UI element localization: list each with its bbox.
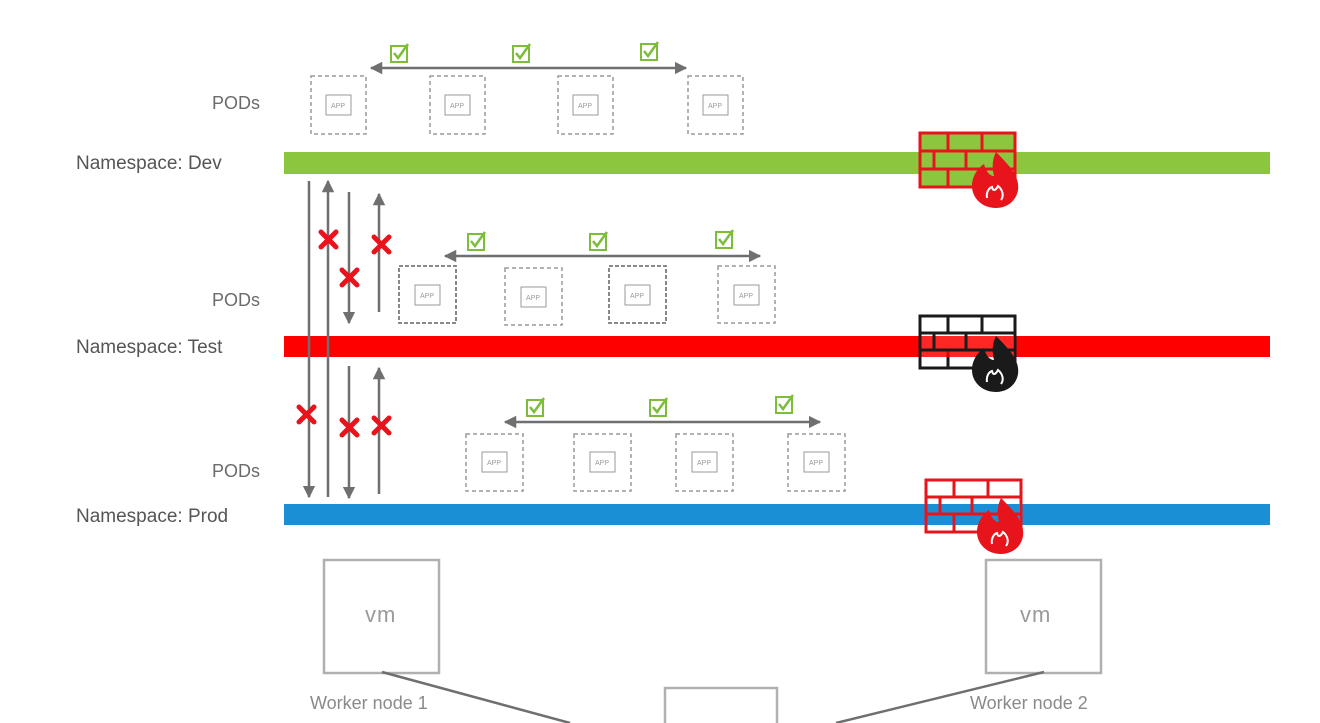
pod: APP [687, 75, 744, 135]
pods-label-dev: PODs [212, 93, 260, 113]
app-label: APP [578, 103, 592, 110]
worker-node-1: vm Worker node 1 [310, 558, 441, 713]
firewall-red-icon [924, 478, 1024, 554]
red-x-icon [339, 417, 360, 438]
pod-row-dev: APP APP APP APP [310, 75, 744, 135]
checkbox-check-icon [715, 229, 735, 249]
app-label: APP [526, 295, 540, 302]
app-label: APP [809, 460, 823, 467]
vm-label: vm [1020, 602, 1051, 627]
vm-label: vm [365, 602, 396, 627]
pod: APP [504, 267, 563, 326]
checkbox-check-icon [589, 231, 609, 251]
app-label: APP [595, 460, 609, 467]
app-label: APP [450, 103, 464, 110]
namespace-label-dev: Namespace: Dev [76, 153, 222, 174]
app-label: APP [420, 293, 434, 300]
checkbox-check-icon [775, 394, 795, 414]
app-label: APP [630, 293, 644, 300]
pod: APP [573, 433, 632, 492]
vm-box [322, 558, 441, 675]
allowed-check-icons-prod [526, 394, 795, 417]
checkbox-check-icon [467, 231, 487, 251]
namespace-label-prod: Namespace: Prod [76, 506, 228, 527]
denied-x-icons [296, 229, 392, 438]
worker-node-label: Worker node 1 [310, 693, 428, 713]
pod: APP [557, 75, 614, 135]
namespace-bar-prod [284, 504, 1270, 525]
pod: APP [675, 433, 734, 492]
app-label: APP [331, 103, 345, 110]
red-x-icon [371, 234, 392, 255]
red-x-icon [318, 229, 339, 250]
app-label: APP [487, 460, 501, 467]
pod: APP [787, 433, 846, 492]
cluster-connector [381, 670, 1045, 723]
pod: APP [717, 265, 776, 324]
checkbox-check-icon [526, 397, 546, 417]
pod: APP [310, 75, 367, 135]
worker-node-2: vm Worker node 2 [970, 558, 1103, 713]
pods-label-test: PODs [212, 290, 260, 310]
pod: APP [398, 265, 457, 324]
worker-node-label: Worker node 2 [970, 693, 1088, 713]
app-label: APP [697, 460, 711, 467]
namespace-label-test: Namespace: Test [76, 337, 223, 358]
pod: APP [465, 433, 524, 492]
pod: APP [429, 75, 486, 135]
app-label: APP [708, 103, 722, 110]
pods-label-prod: PODs [212, 461, 260, 481]
checkbox-check-icon [649, 397, 669, 417]
allowed-check-icons-dev [390, 41, 660, 63]
pod: APP [608, 265, 667, 324]
red-x-icon [371, 415, 392, 436]
master-node-box [663, 686, 779, 723]
firewall-red-icon [918, 131, 1019, 208]
checkbox-check-icon [390, 43, 410, 63]
red-x-icon [296, 404, 317, 425]
checkbox-check-icon [640, 41, 660, 61]
checkbox-check-icon [512, 43, 532, 63]
namespace-bar-test [284, 336, 1270, 357]
red-x-icon [339, 267, 360, 288]
cross-namespace-arrows [302, 179, 386, 500]
pod-row-test: APP APP APP APP [398, 265, 776, 326]
pod-row-prod: APP APP APP APP [465, 433, 846, 492]
namespace-bar-dev [284, 152, 1270, 174]
app-label: APP [739, 293, 753, 300]
firewall-black-icon [918, 314, 1019, 392]
allowed-check-icons-test [467, 229, 735, 251]
